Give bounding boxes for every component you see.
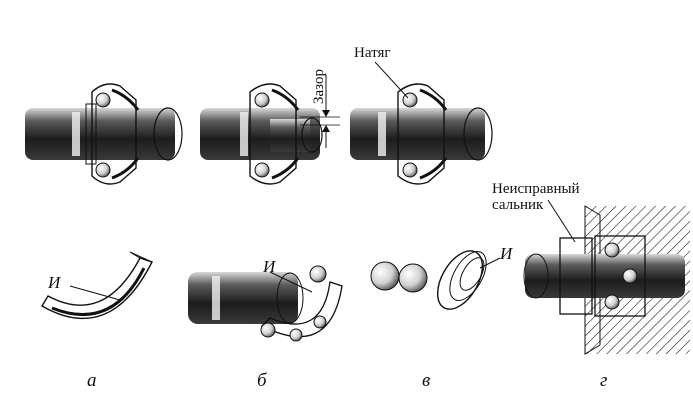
gap-label: Зазор	[311, 69, 327, 104]
shaft-with-worn-bearing	[188, 265, 343, 342]
sublabel-d: г	[600, 370, 607, 391]
sublabel-b: б	[257, 370, 268, 391]
shaft-assembly-normal	[25, 83, 183, 185]
wear-leader-b	[269, 271, 313, 293]
wear-leader-c	[479, 257, 501, 269]
worn-ring-segment	[41, 251, 153, 320]
housing-with-seal	[523, 205, 690, 355]
sublabel-a: а	[87, 370, 97, 391]
faulty-seal-label-1: Неисправный	[492, 181, 580, 197]
seal-leader	[547, 199, 576, 243]
ball-2	[398, 263, 428, 293]
shaft-assembly-clearance	[200, 75, 340, 185]
shaft-assembly-interference	[350, 61, 493, 185]
interference-label: Натяг	[354, 45, 391, 61]
ball-1	[370, 261, 400, 291]
wear-mark-b: И	[262, 257, 277, 276]
faulty-seal-label-2: сальник	[492, 197, 544, 213]
wear-mark-a: И	[47, 273, 62, 292]
sublabel-c: в	[422, 370, 430, 391]
wear-mark-c: И	[499, 244, 514, 263]
balls-and-worn-ring	[370, 250, 487, 310]
wear-leader-a	[69, 285, 121, 301]
